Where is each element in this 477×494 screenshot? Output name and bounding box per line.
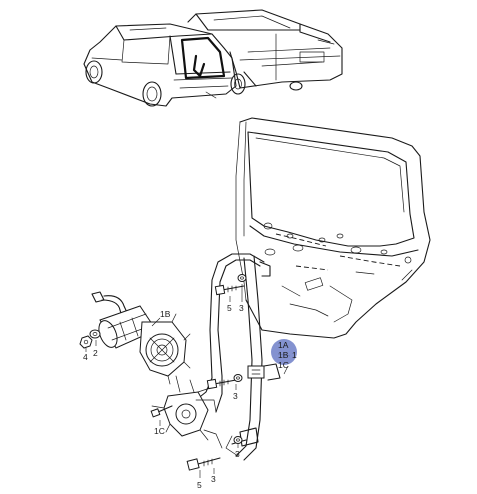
label-1c-callout: 1C	[278, 360, 289, 370]
label-5-top: 5	[227, 303, 232, 313]
label-3-bottom: 3	[211, 474, 216, 484]
label-1b-motor: 1B	[160, 309, 171, 319]
label-5-bottom: 5	[197, 480, 202, 490]
label-1: 1	[292, 350, 297, 360]
label-3-mid: 3	[233, 391, 238, 401]
label-2: 2	[93, 348, 98, 358]
label-1a: 1A	[278, 340, 289, 350]
label-1c-left: 1C	[154, 426, 165, 436]
label-1b-callout: 1B	[278, 350, 289, 360]
car-hatchback-illustration	[83, 23, 246, 107]
label-4: 4	[83, 352, 88, 362]
washer	[79, 274, 247, 444]
label-3-top: 3	[239, 303, 244, 313]
window-regulator	[195, 253, 281, 461]
label-3-low: 3	[235, 449, 240, 459]
regulator-motor	[91, 291, 223, 449]
screw	[150, 284, 247, 471]
car-sedan-illustration	[187, 9, 343, 91]
rear-door-outline	[235, 117, 431, 339]
callout-highlight	[271, 339, 297, 365]
